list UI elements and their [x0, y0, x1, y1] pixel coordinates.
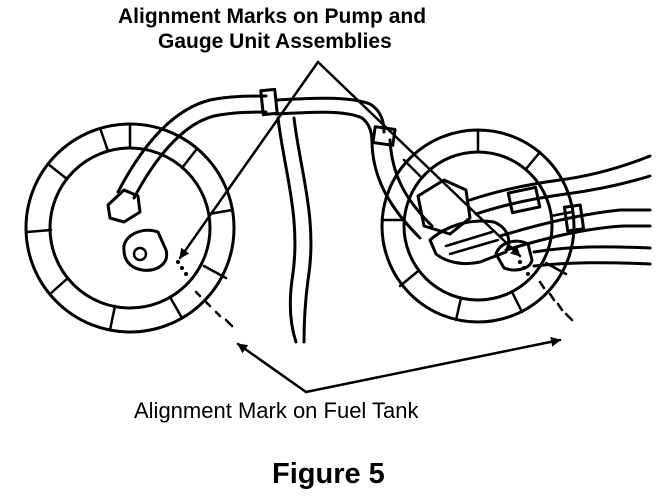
- top-callout-leaders: [178, 60, 522, 260]
- right-tank-alignment-mark: [538, 280, 574, 322]
- crossover-line: [274, 96, 386, 134]
- pump-gauge-alignment-callout: Alignment Marks on Pump and Gauge Unit A…: [118, 4, 538, 54]
- bottom-callout-leaders: [236, 336, 562, 394]
- return-line: [532, 245, 652, 254]
- fuel-tank-alignment-callout: Alignment Mark on Fuel Tank: [134, 398, 419, 423]
- fitting-right-2: [562, 203, 586, 233]
- supply-line-lower: [498, 208, 652, 238]
- left-lock-ring-outer: [24, 122, 236, 334]
- supply-line-upper-b: [474, 174, 652, 216]
- left-tank-alignment-mark: [194, 290, 234, 328]
- supply-line-lower-b: [504, 224, 652, 252]
- callout-line-1: Alignment Marks on Pump and: [118, 5, 427, 28]
- right-pump-alignment-mark: [518, 260, 530, 276]
- left-fitting: [106, 188, 142, 224]
- fitting-right-1: [506, 185, 542, 215]
- right-bracket: [428, 219, 511, 266]
- right-lock-ring-outer: [380, 128, 576, 324]
- left-lock-ring-tabs: [25, 122, 234, 332]
- right-hose-inner: [388, 138, 434, 228]
- right-module-body: [416, 178, 472, 236]
- left-fuel-line-inner: [132, 110, 268, 200]
- left-pump-alignment-mark: [176, 260, 188, 276]
- left-pump-assembly: [24, 122, 236, 334]
- vent-line-left: [276, 116, 298, 344]
- callout-line-2: Gauge Unit Assemblies: [158, 30, 392, 53]
- right-hose-outer: [370, 138, 422, 240]
- crossover-line-lower: [274, 110, 374, 144]
- right-connector: [494, 239, 534, 272]
- left-connector: [122, 228, 169, 272]
- figure-caption: Figure 5: [272, 458, 385, 490]
- hose-clamp-top: [259, 87, 279, 117]
- supply-line-upper: [468, 154, 652, 202]
- vent-line-right: [292, 116, 313, 344]
- left-fuel-line-outer: [116, 94, 268, 194]
